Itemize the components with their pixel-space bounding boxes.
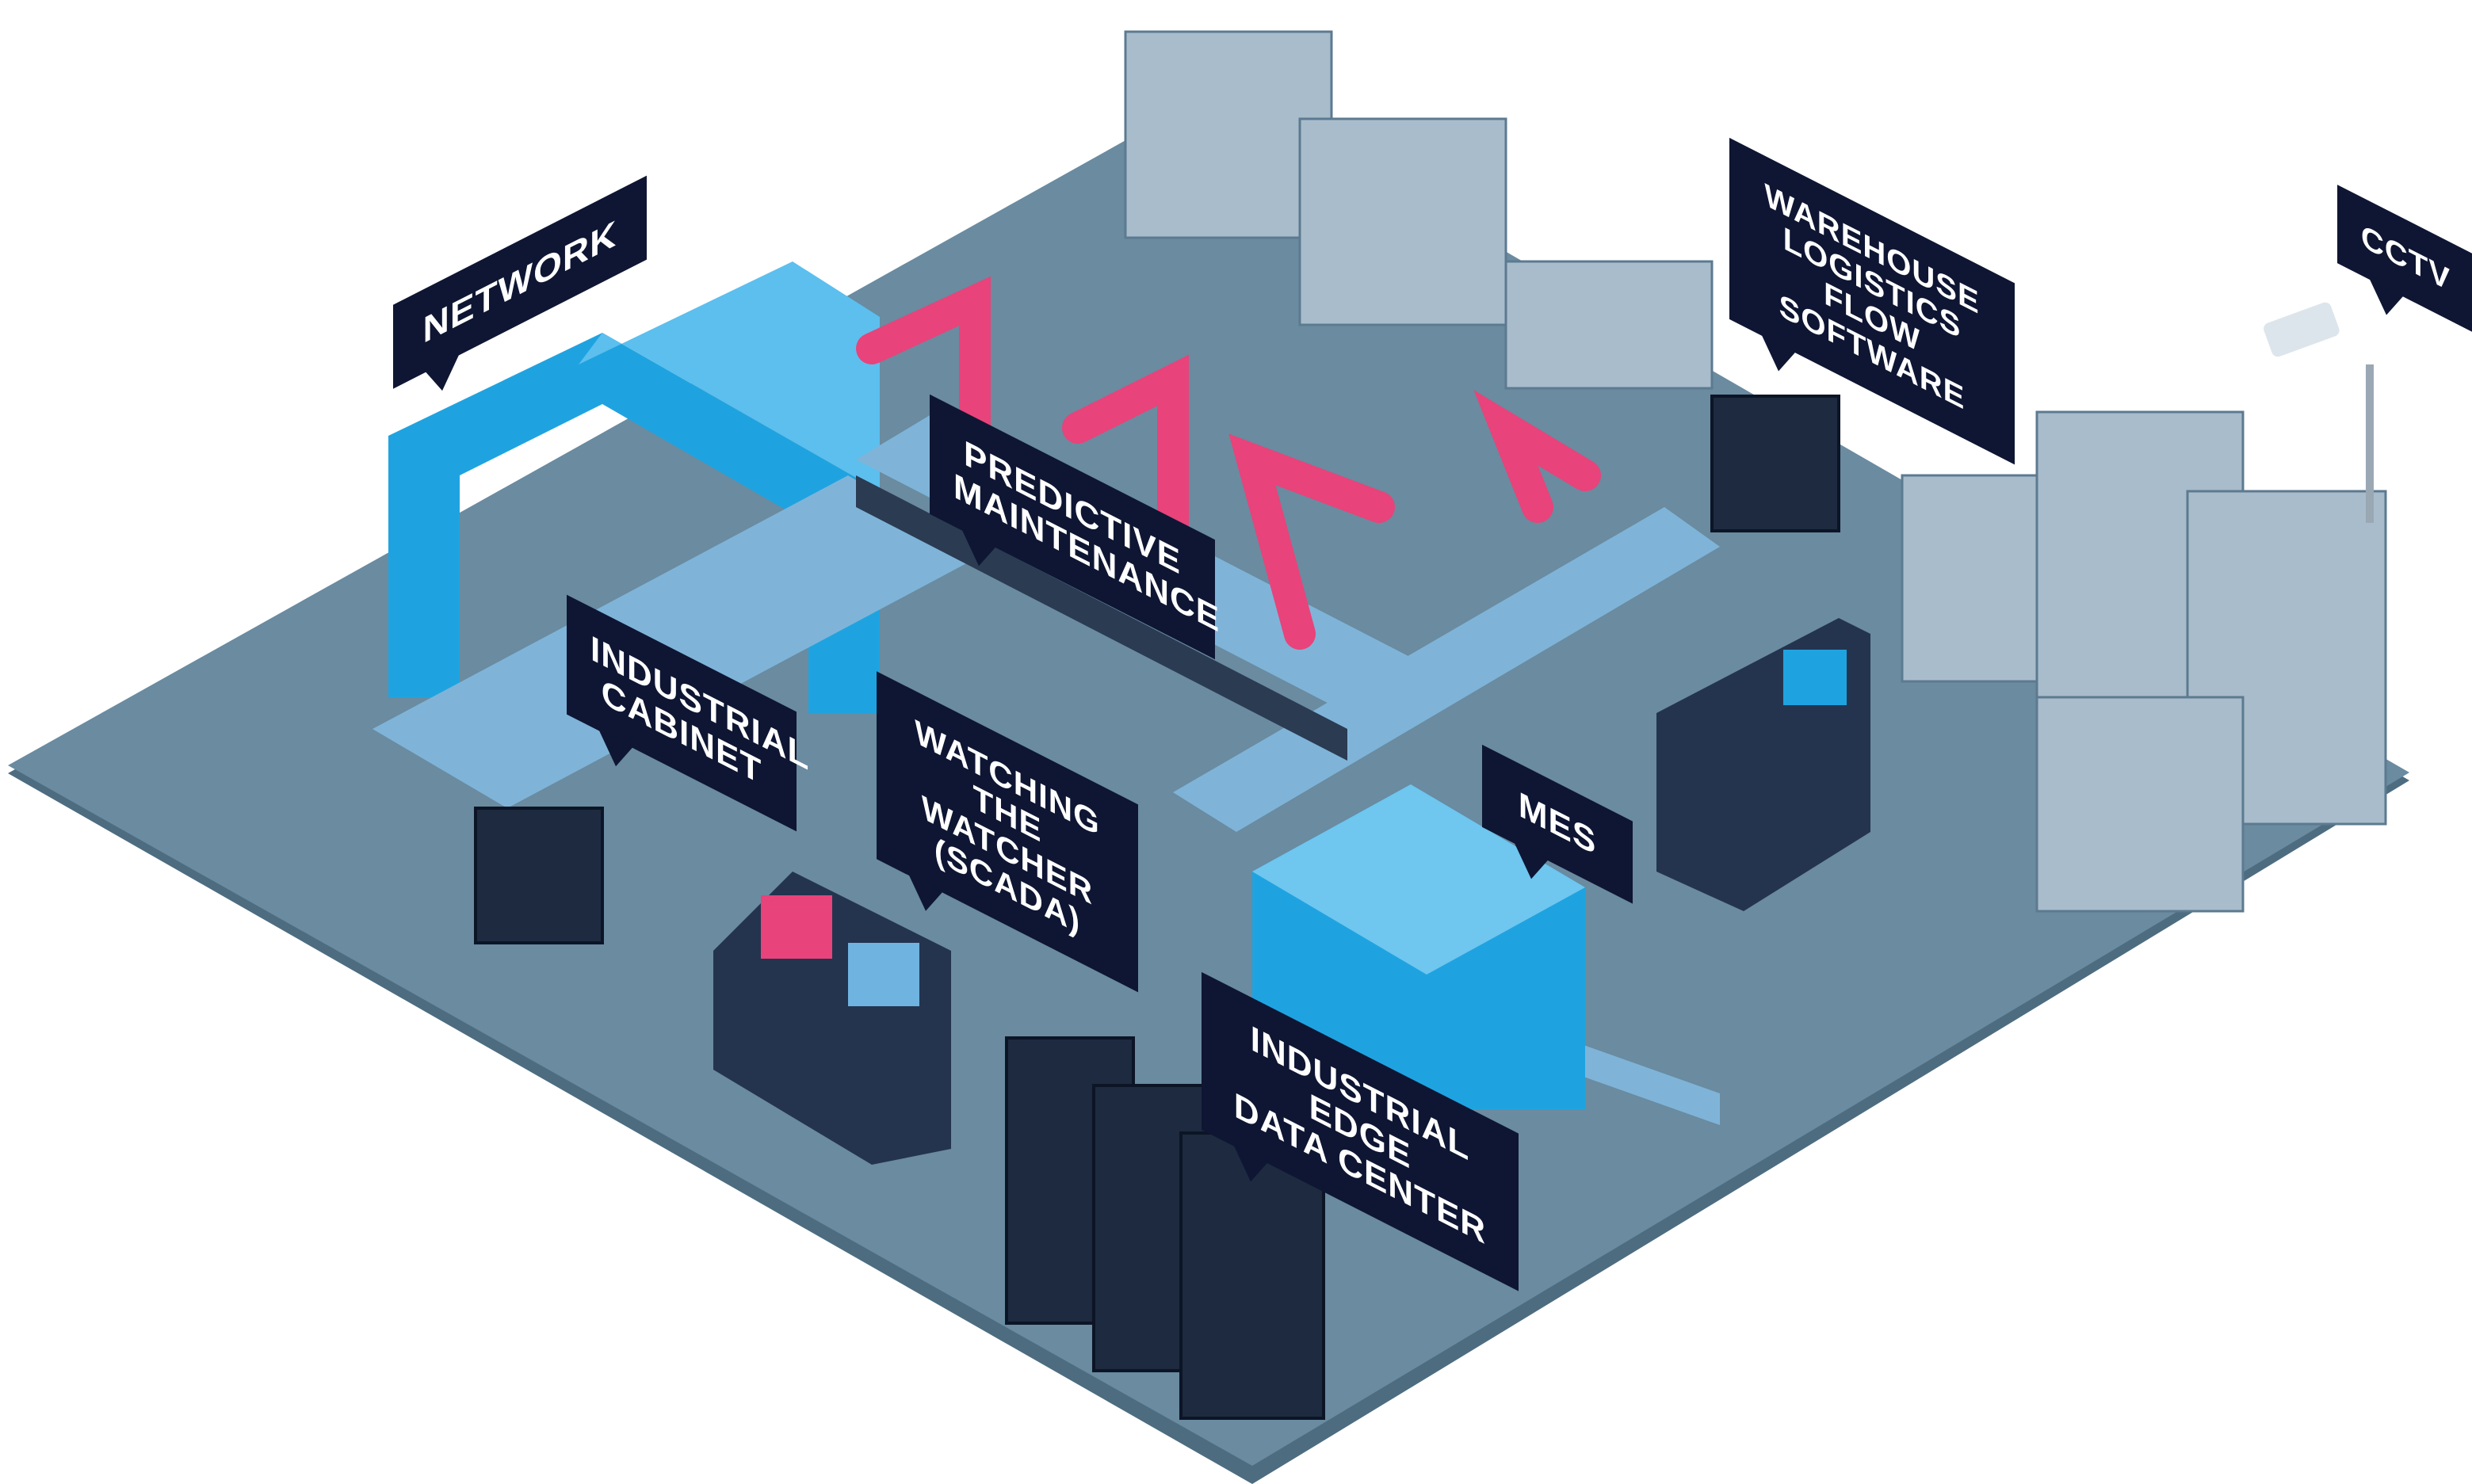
pallet-stacks [1124, 30, 2387, 913]
mes-machine [1252, 784, 1585, 1109]
gantry-structure [388, 261, 880, 713]
cctv-camera-icon [2264, 302, 2374, 523]
control-consoles [713, 618, 1870, 1165]
